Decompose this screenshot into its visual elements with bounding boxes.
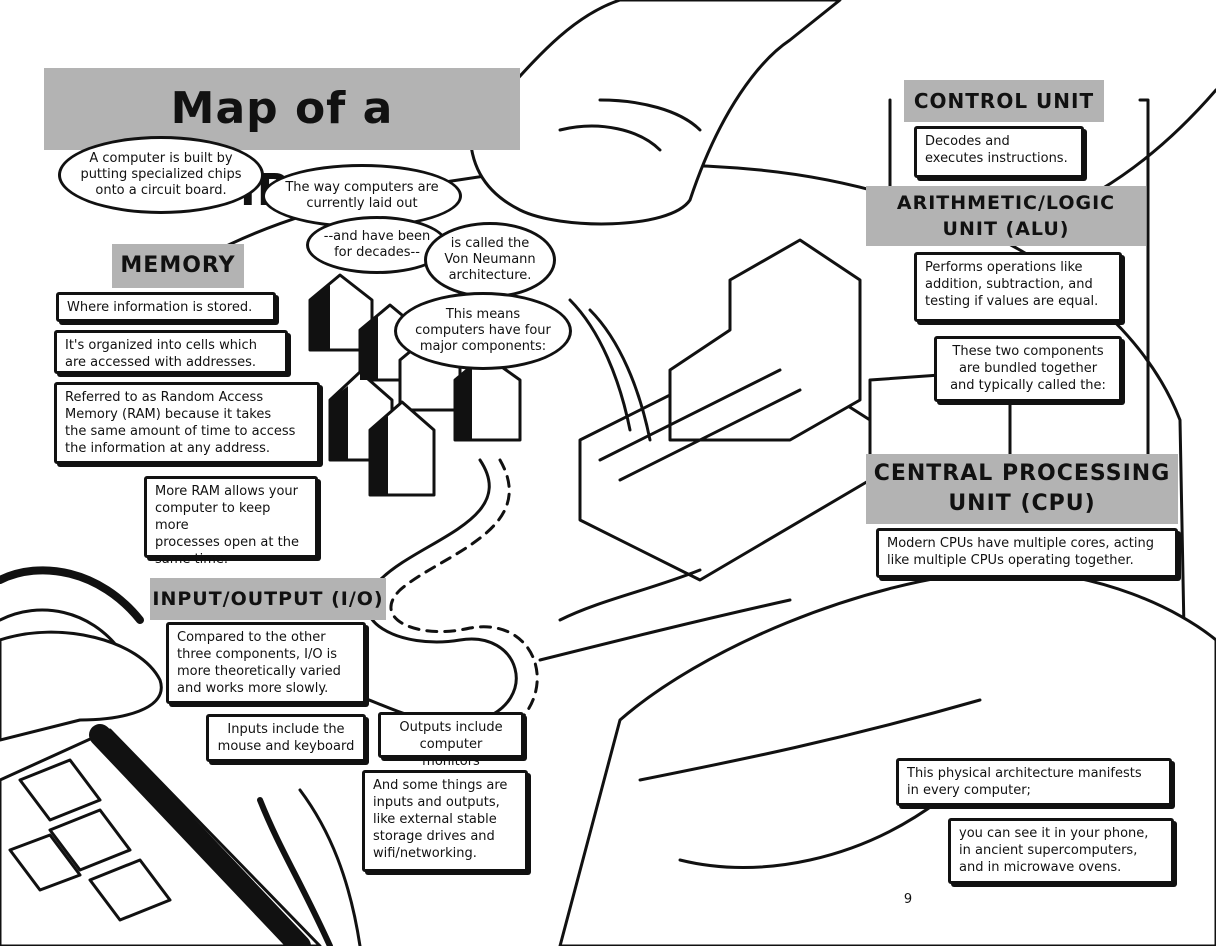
control-unit-label: CONTROL UNIT (904, 80, 1104, 122)
control-unit-note: Decodes and executes instructions. (914, 126, 1084, 178)
memory-note-more-ram: More RAM allows your computer to keep mo… (144, 476, 318, 567)
cpu-note: Modern CPUs have multiple cores, acting … (876, 528, 1178, 578)
memory-label: MEMORY (112, 244, 244, 288)
memory-note-ram: Referred to as Random Access Memory (RAM… (54, 382, 320, 464)
memory-note-cells: It's organized into cells which are acce… (54, 330, 288, 374)
closing-note-architecture: This physical architecture manifests in … (896, 758, 1172, 806)
io-note-compared: Compared to the other three components, … (166, 622, 366, 704)
bubble-layout: The way computers are currently laid out (262, 164, 462, 228)
io-note-both: And some things are inputs and outputs, … (362, 770, 528, 872)
alu-label: ARITHMETIC/LOGIC UNIT (ALU) (866, 186, 1146, 246)
io-note-outputs: Outputs include computer monitors (378, 712, 524, 769)
bubble-von-neumann: is called the Von Neumann architecture. (424, 222, 556, 298)
bubble-chips: A computer is built by putting specializ… (58, 136, 264, 214)
alu-note: Performs operations like addition, subtr… (914, 252, 1122, 322)
cpu-label: CENTRAL PROCESSING UNIT (CPU) (866, 454, 1178, 524)
io-label: INPUT/OUTPUT (I/O) (150, 578, 386, 620)
page-number: 9 (903, 892, 913, 907)
left-hand (0, 630, 163, 742)
top-hand (468, 0, 842, 226)
memory-note-stored: Where information is stored. (56, 292, 276, 322)
bubble-four-components: This means computers have four major com… (394, 292, 572, 370)
io-note-inputs: Inputs include the mouse and keyboard (206, 714, 366, 762)
closing-note-examples: you can see it in your phone, in ancient… (948, 818, 1174, 884)
page-title: Map of a COMPUTER (44, 68, 520, 216)
alu-bundle-note: These two components are bundled togethe… (934, 336, 1122, 402)
